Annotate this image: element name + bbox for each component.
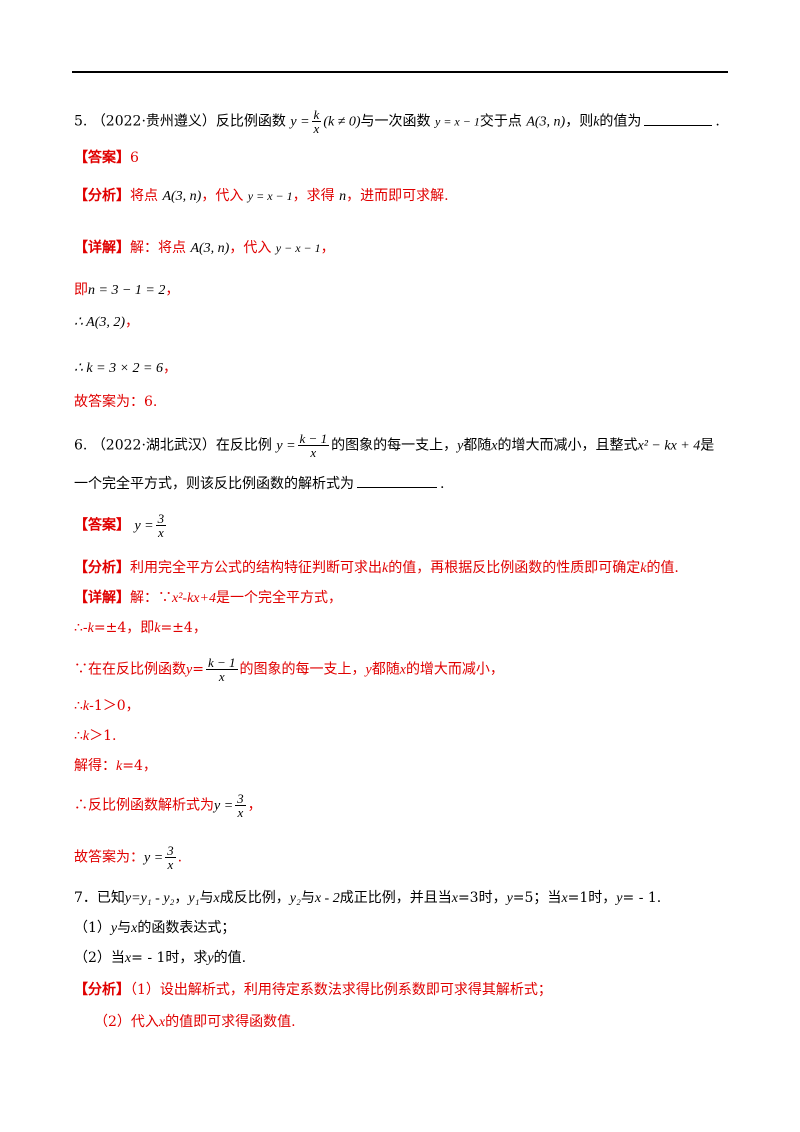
- q6-step-5: 解得：k=4，: [74, 758, 157, 774]
- q6-step-1: ∴-k=±4，即k=±4，: [74, 620, 207, 636]
- q5-step-2: ∴ A(3, 2)，: [74, 314, 140, 330]
- q6-step-4: ∴k＞1.: [74, 728, 117, 744]
- q6-number: 6.: [74, 437, 88, 454]
- q7-stem: 7．已知y=y₁ - y₂，y₁与x成反比例，y₂与x - 2成正比例，并且当x…: [74, 890, 662, 906]
- q7-part-1: （1）y与x的函数表达式；: [74, 920, 236, 936]
- q5-final: 故答案为：6.: [74, 394, 158, 410]
- q5-answer-blank: [644, 113, 713, 126]
- q7-part-2: （2）当x= - 1时，求y的值.: [74, 950, 247, 966]
- q6-analysis: 【分析】利用完全平方公式的结构特征判断可求出k的值，再根据反比例函数的性质即可确…: [74, 560, 679, 576]
- q7-analysis-line-2: （2）代入x的值即可求得函数值.: [94, 1014, 296, 1030]
- q6-answer-blank: [357, 475, 437, 488]
- q5-answer: 【答案】6: [74, 150, 139, 166]
- q5-source: （2022·贵州遵义）: [91, 113, 216, 130]
- q5-step-1: 即n = 3 − 1 = 2，: [74, 282, 180, 298]
- header-rule: [72, 71, 728, 73]
- q7-analysis: 【分析】（1）设出解析式，利用待定系数法求得比例系数即可求得其解析式；: [74, 982, 552, 998]
- q5-detail: 【详解】解：将点 A(3, n)，代入 y − x − 1，: [74, 240, 335, 256]
- q6-source: （2022·湖北武汉）: [91, 437, 216, 454]
- q6-detail: 【详解】解：∵x²-kx+4是一个完全平方式，: [74, 590, 342, 606]
- q6-step-3: ∴k-1＞0，: [74, 698, 140, 714]
- q6-stem-line-2: 一个完全平方式，则该反比例函数的解析式为.: [74, 475, 445, 492]
- q5-step-3: ∴ k = 3 × 2 = 6，: [74, 360, 177, 376]
- q5-analysis: 【分析】将点 A(3, n)，代入 y = x − 1，求得 n，进而即可求解.: [74, 188, 449, 204]
- q5-number: 5.: [74, 113, 88, 130]
